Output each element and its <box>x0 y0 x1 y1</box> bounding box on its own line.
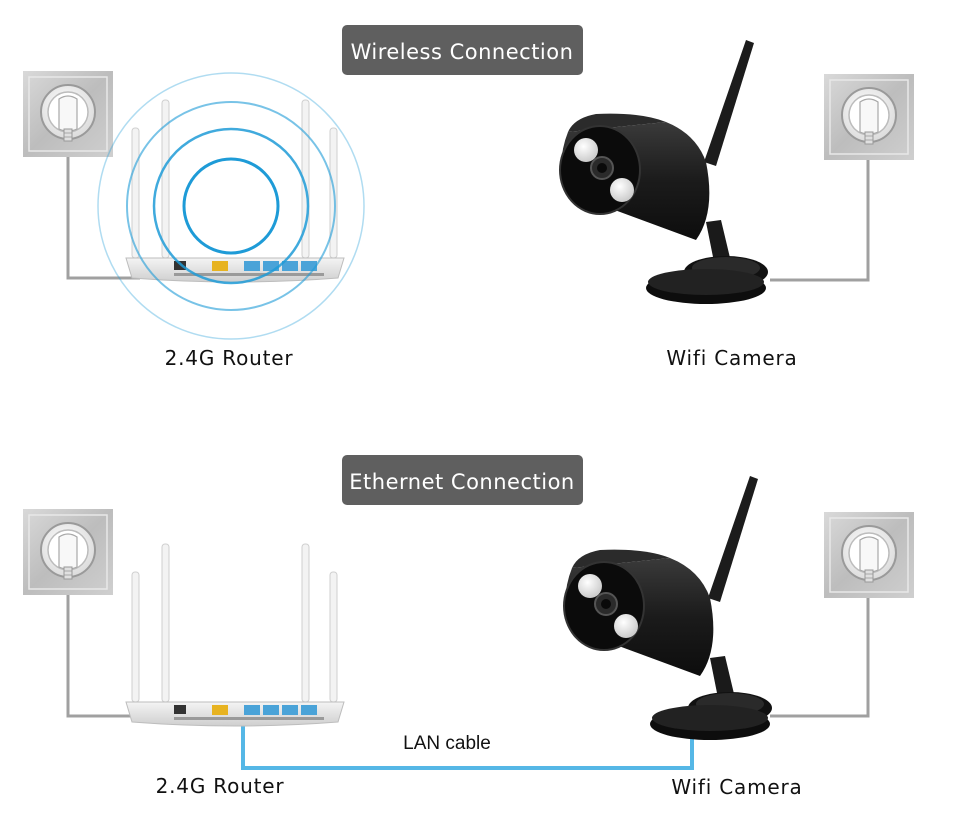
power-outlet-icon <box>823 511 915 599</box>
wireless-camera-label: Wifi Camera <box>666 346 797 370</box>
power-outlet-icon <box>22 70 114 158</box>
wireless-router-label: 2.4G Router <box>165 346 294 370</box>
wifi-camera-icon <box>559 39 769 305</box>
camera-power-cable <box>770 594 870 718</box>
ethernet-title: Ethernet Connection <box>349 470 574 494</box>
ethernet-title-badge: Ethernet Connection <box>342 455 583 505</box>
wireless-title: Wireless Connection <box>351 40 574 64</box>
router-icon <box>125 99 345 283</box>
ethernet-camera-label: Wifi Camera <box>671 775 802 799</box>
router-icon <box>125 543 345 727</box>
wireless-section: Wireless Connection 2.4G Router Wifi Cam… <box>22 25 915 370</box>
wifi-signal-icon <box>97 72 365 340</box>
wireless-title-badge: Wireless Connection <box>342 25 583 75</box>
router-power-cable <box>66 150 140 280</box>
lan-cable-label: LAN cable <box>403 733 491 754</box>
ethernet-router-label: 2.4G Router <box>156 774 285 798</box>
power-outlet-icon <box>22 508 114 596</box>
wifi-camera-icon <box>563 475 773 741</box>
lan-cable <box>241 722 694 770</box>
ethernet-section: Ethernet Connection LAN cable 2.4G Route… <box>22 455 915 799</box>
router-power-cable <box>66 590 132 718</box>
camera-power-cable <box>770 158 870 282</box>
power-outlet-icon <box>823 73 915 161</box>
